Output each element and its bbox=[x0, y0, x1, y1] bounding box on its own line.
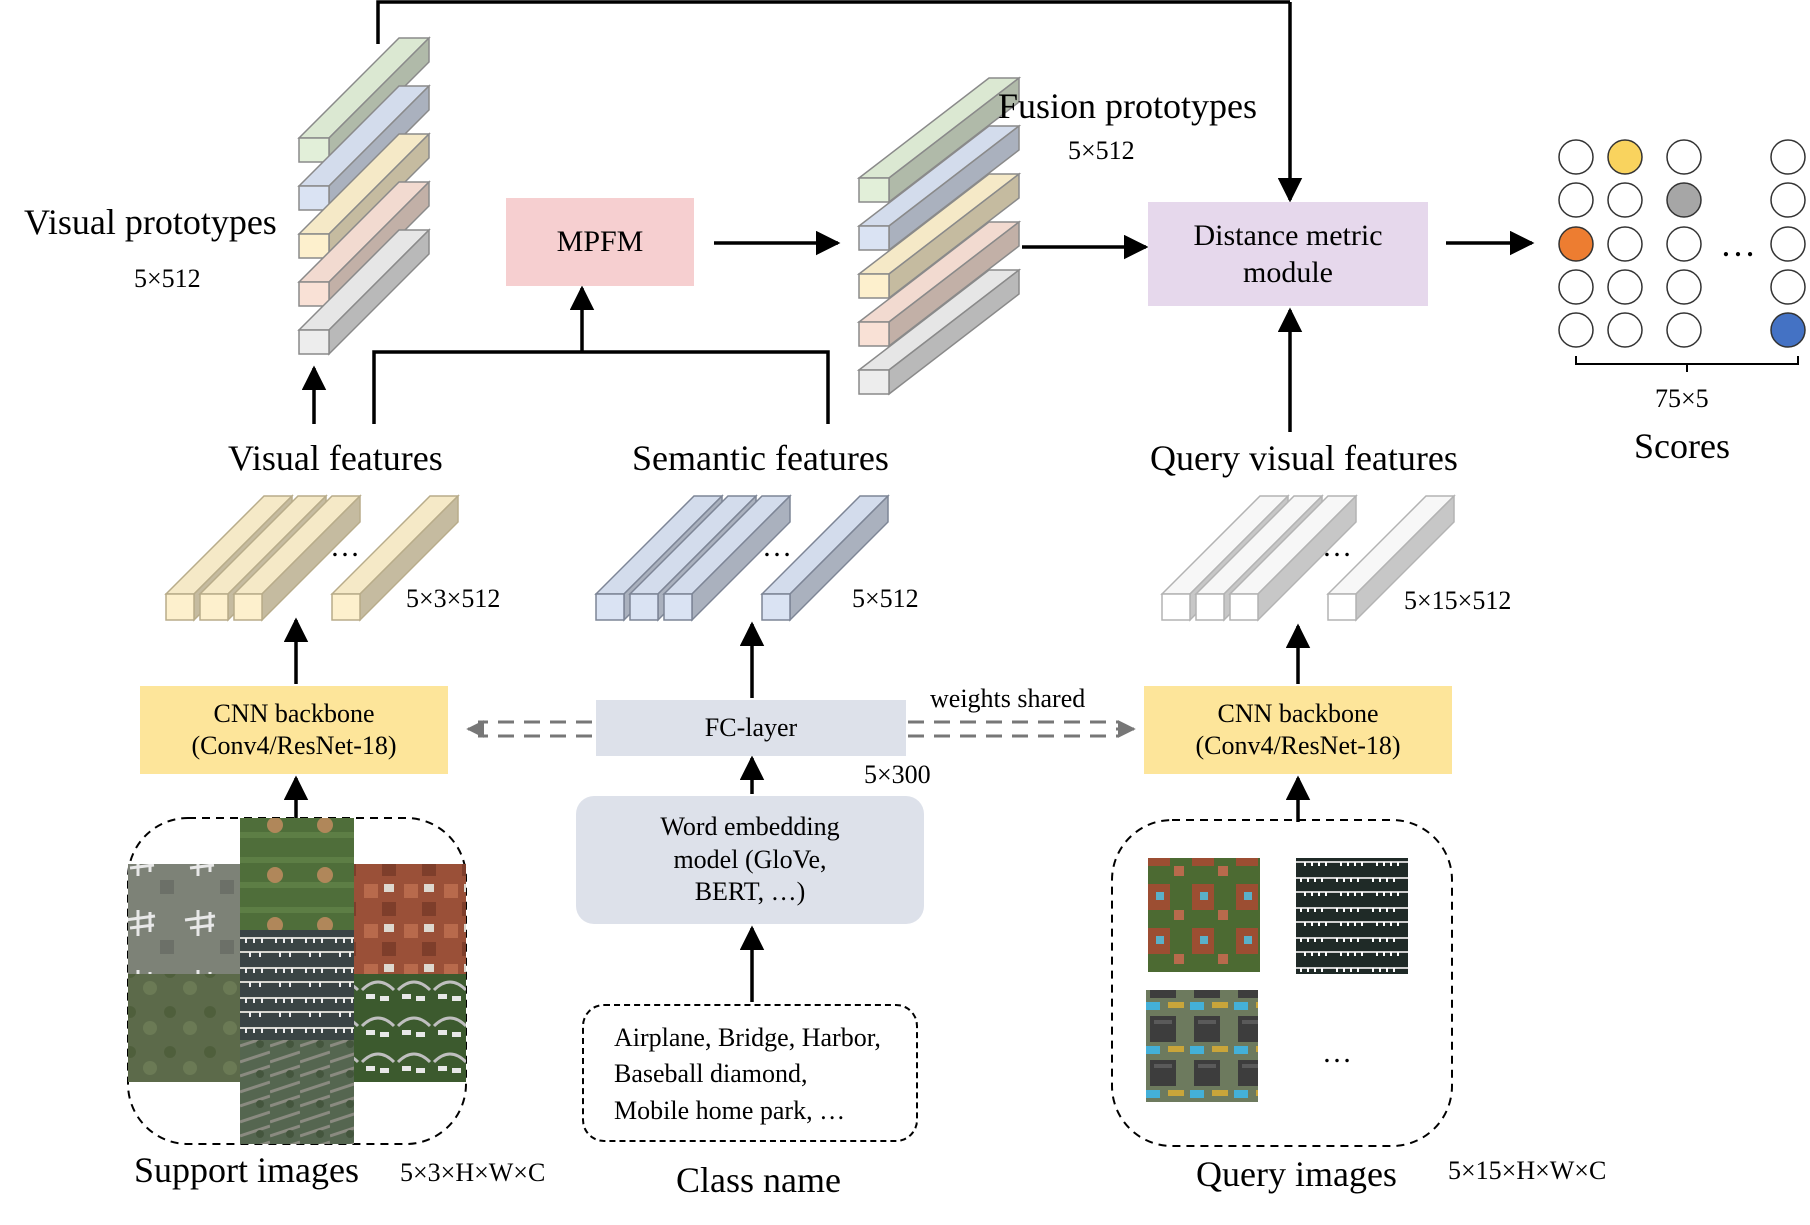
fusion-prototype-bar-green bbox=[856, 76, 1022, 204]
word-embedding-line2: model (GloVe, bbox=[673, 844, 827, 874]
visual-features-label: Visual features bbox=[228, 438, 443, 478]
score-cell bbox=[1666, 312, 1702, 348]
support-image-airplane bbox=[128, 864, 240, 974]
query-features-ellipsis: … bbox=[1322, 530, 1352, 563]
score-cell bbox=[1558, 139, 1594, 175]
scores-ellipsis: … bbox=[1720, 224, 1756, 264]
features-to-mpfm-connector bbox=[372, 350, 830, 424]
query-features-dim: 5×15×512 bbox=[1404, 586, 1512, 615]
query-image-residential bbox=[1148, 858, 1260, 972]
score-cell bbox=[1558, 312, 1594, 348]
fc-layer-dim: 5×300 bbox=[864, 760, 931, 789]
visual-prototype-bar-gray bbox=[297, 228, 431, 356]
score-cell bbox=[1607, 182, 1643, 218]
class-names-line2: Baseball diamond, bbox=[614, 1059, 808, 1089]
fusion-prototype-bar-pink bbox=[856, 220, 1022, 348]
visual-prototypes-dim: 5×512 bbox=[134, 264, 201, 293]
class-name-label: Class name bbox=[676, 1160, 841, 1200]
feature-layer bbox=[164, 494, 1456, 622]
score-cell bbox=[1607, 139, 1643, 175]
query-feature-block-3 bbox=[1228, 494, 1358, 622]
query-images-label: Query images bbox=[1196, 1154, 1397, 1194]
weights-shared-right-dash bbox=[908, 720, 1118, 738]
fusion-prototype-bar-gray bbox=[856, 268, 1022, 396]
weights-shared-label: weights shared bbox=[930, 684, 1086, 713]
support-image-harbor bbox=[240, 930, 354, 1040]
support-images-label: Support images bbox=[134, 1150, 359, 1190]
scores-label: Scores bbox=[1634, 426, 1730, 466]
semantic-feature-block-3 bbox=[662, 494, 792, 622]
query-image-harbor bbox=[1296, 858, 1408, 974]
support-image-bridge bbox=[240, 1040, 354, 1144]
visual-features-ellipsis: … bbox=[330, 530, 360, 563]
semantic-features-label: Semantic features bbox=[632, 438, 889, 478]
support-image-buildings bbox=[354, 864, 466, 974]
fc-layer-block: FC-layer bbox=[596, 700, 906, 756]
score-cell bbox=[1770, 182, 1806, 218]
score-cell bbox=[1770, 226, 1806, 262]
prototype-layer bbox=[297, 36, 1022, 396]
semantic-features-dim: 5×512 bbox=[852, 584, 919, 613]
word-embedding-model: Word embedding model (GloVe, BERT, …) bbox=[576, 796, 924, 924]
distance-metric-line1: Distance metric bbox=[1193, 218, 1383, 252]
score-cell bbox=[1607, 269, 1643, 305]
query-visual-features-label: Query visual features bbox=[1150, 438, 1458, 478]
support-image-mobile-home-park bbox=[354, 974, 466, 1082]
top-skip-connector bbox=[376, 0, 1290, 44]
mpfm-label: MPFM bbox=[556, 225, 644, 259]
word-embedding-line1: Word embedding bbox=[660, 812, 840, 842]
cnn-backbone-left-line2: (Conv4/ResNet-18) bbox=[191, 731, 397, 760]
semantic-features-ellipsis: … bbox=[762, 530, 792, 563]
arrow-layer bbox=[283, 0, 1535, 1002]
cnn-backbone-right-line1: CNN backbone bbox=[1217, 698, 1379, 728]
visual-feature-block-last bbox=[330, 494, 460, 622]
score-cell bbox=[1666, 226, 1702, 262]
visual-features-dim: 5×3×512 bbox=[406, 584, 501, 613]
score-cell bbox=[1607, 226, 1643, 262]
cnn-backbone-right: CNN backbone (Conv4/ResNet-18) bbox=[1144, 686, 1452, 774]
cnn-backbone-left: CNN backbone (Conv4/ResNet-18) bbox=[140, 686, 448, 774]
visual-feature-block-3 bbox=[232, 494, 362, 622]
score-cell bbox=[1558, 226, 1594, 262]
score-cell bbox=[1770, 269, 1806, 305]
cnn-backbone-right-line2: (Conv4/ResNet-18) bbox=[1195, 731, 1401, 760]
score-cell bbox=[1770, 139, 1806, 175]
query-images-ellipsis: … bbox=[1322, 1036, 1352, 1069]
query-images-dim: 5×15×H×W×C bbox=[1448, 1156, 1607, 1185]
score-matrix bbox=[1558, 139, 1806, 372]
query-feature-block-last bbox=[1326, 494, 1456, 622]
word-embedding-line3: BERT, …) bbox=[694, 877, 806, 907]
class-names-box: Airplane, Bridge, Harbor, Baseball diamo… bbox=[582, 1004, 918, 1142]
score-cell bbox=[1607, 312, 1643, 348]
fusion-prototypes-dim: 5×512 bbox=[1068, 136, 1135, 165]
distance-metric-module: Distance metric module bbox=[1148, 202, 1428, 306]
class-names-line1: Airplane, Bridge, Harbor, bbox=[614, 1023, 881, 1052]
fc-layer-label: FC-layer bbox=[704, 712, 798, 742]
class-names-line3: Mobile home park, … bbox=[614, 1095, 846, 1125]
fusion-prototype-bar-blue bbox=[856, 124, 1022, 252]
score-cell bbox=[1558, 269, 1594, 305]
scores-bracket bbox=[1575, 356, 1799, 372]
cnn-backbone-left-line1: CNN backbone bbox=[213, 698, 375, 728]
score-cell bbox=[1666, 139, 1702, 175]
image-layer bbox=[127, 817, 1453, 1147]
support-image-airport-grass bbox=[128, 974, 240, 1082]
query-image-building bbox=[1146, 990, 1258, 1102]
scores-dim: 75×5 bbox=[1655, 384, 1709, 413]
score-cell bbox=[1770, 312, 1806, 348]
score-cell bbox=[1666, 269, 1702, 305]
distance-metric-line2: module bbox=[1243, 256, 1333, 289]
fusion-prototype-bar-yellow bbox=[856, 172, 1022, 300]
score-cell bbox=[1666, 182, 1702, 218]
support-image-baseball-diamond bbox=[240, 818, 354, 930]
support-images-dim: 5×3×H×W×C bbox=[400, 1158, 546, 1187]
semantic-feature-block-last bbox=[760, 494, 890, 622]
fusion-prototypes-label: Fusion prototypes bbox=[998, 86, 1258, 126]
mpfm-block: MPFM bbox=[506, 198, 694, 286]
score-cell bbox=[1558, 182, 1594, 218]
weights-shared-left-dash bbox=[478, 720, 592, 738]
visual-prototypes-label: Visual prototypes bbox=[24, 202, 277, 242]
